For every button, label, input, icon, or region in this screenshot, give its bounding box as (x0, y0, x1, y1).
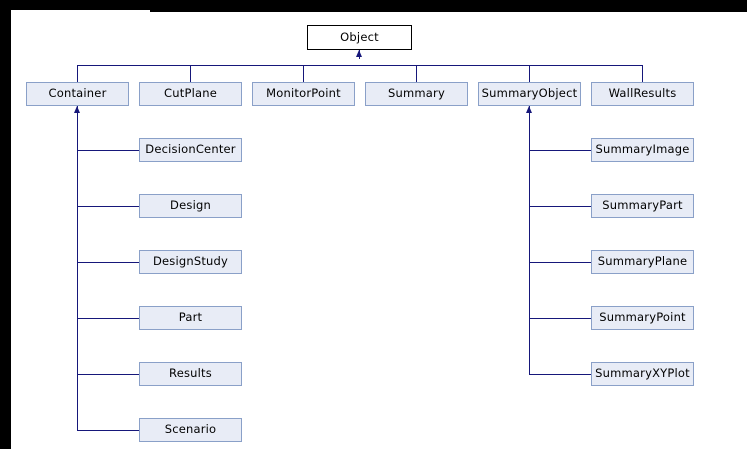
edge-summaryobject-to-summarypoint (529, 318, 591, 319)
class-node-design[interactable]: Design (139, 194, 242, 218)
class-node-label: Object (340, 29, 379, 44)
edge-summaryobject-to-summaryplane (529, 262, 591, 263)
edge-container-to-design (77, 206, 139, 207)
class-node-summary[interactable]: Summary (365, 82, 468, 106)
edge-drop-summary (416, 65, 417, 82)
frame-band-top-right (150, 0, 747, 12)
class-node-cutplane[interactable]: CutPlane (139, 82, 242, 106)
frame-band-left (0, 0, 11, 449)
edge-container-to-results (77, 374, 139, 375)
edge-drop-monitorpoint (303, 65, 304, 82)
edge-summaryobject-to-summarypart (529, 206, 591, 207)
class-node-label: SummaryXYPlot (595, 366, 690, 381)
class-node-label: SummaryObject (481, 86, 578, 101)
class-node-summaryplane[interactable]: SummaryPlane (591, 250, 694, 274)
class-node-part[interactable]: Part (139, 306, 242, 330)
edge-container-to-decisioncenter (77, 150, 139, 151)
class-node-label: Summary (388, 86, 445, 101)
class-node-label: CutPlane (164, 86, 217, 101)
edge-drop-container (77, 65, 78, 82)
class-node-label: SummaryImage (595, 142, 690, 157)
class-node-summaryobject[interactable]: SummaryObject (478, 82, 581, 106)
edge-drop-summaryobject (529, 65, 530, 82)
class-node-label: Container (48, 86, 107, 101)
class-node-label: SummaryPart (602, 198, 683, 213)
class-node-label: WallResults (608, 86, 677, 101)
class-node-label: Design (170, 198, 211, 213)
class-node-label: SummaryPoint (599, 310, 686, 325)
edge-summaryobject-spine (529, 106, 530, 375)
class-node-container[interactable]: Container (26, 82, 129, 106)
edge-drop-cutplane (190, 65, 191, 82)
class-node-label: MonitorPoint (266, 86, 341, 101)
class-node-results[interactable]: Results (139, 362, 242, 386)
class-node-decisioncenter[interactable]: DecisionCenter (139, 138, 242, 162)
edge-summaryobject-to-summaryimage (529, 150, 591, 151)
class-node-label: Results (169, 366, 212, 381)
frame-band-top-left (0, 0, 150, 10)
class-node-wallresults[interactable]: WallResults (591, 82, 694, 106)
class-node-label: DecisionCenter (145, 142, 236, 157)
edge-level1-bus (77, 65, 643, 66)
arrowhead-object (356, 50, 362, 57)
class-node-object[interactable]: Object (307, 25, 412, 50)
class-node-summarypoint[interactable]: SummaryPoint (591, 306, 694, 330)
edge-summaryobject-to-summaryxyplot (529, 374, 591, 375)
edge-drop-wallresults (642, 65, 643, 82)
edge-container-spine (77, 106, 78, 431)
class-node-summarypart[interactable]: SummaryPart (591, 194, 694, 218)
class-node-label: Scenario (164, 422, 217, 437)
class-node-label: Part (178, 310, 203, 325)
class-node-summaryimage[interactable]: SummaryImage (591, 138, 694, 162)
edge-container-to-designstudy (77, 262, 139, 263)
edge-container-to-part (77, 318, 139, 319)
edge-container-to-scenario (77, 430, 139, 431)
class-node-monitorpoint[interactable]: MonitorPoint (252, 82, 355, 106)
class-node-summaryxyplot[interactable]: SummaryXYPlot (591, 362, 694, 386)
class-node-label: SummaryPlane (597, 254, 688, 269)
class-node-scenario[interactable]: Scenario (139, 418, 242, 442)
class-node-label: DesignStudy (152, 254, 229, 269)
class-node-designstudy[interactable]: DesignStudy (139, 250, 242, 274)
